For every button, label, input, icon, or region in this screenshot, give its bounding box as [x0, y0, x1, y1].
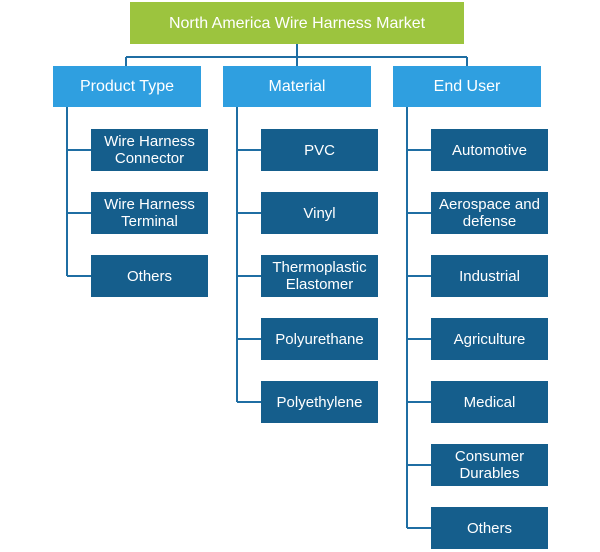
leaf-consumer-durables: Consumer Durables: [431, 444, 548, 486]
leaf-wire-harness-terminal: Wire Harness Terminal: [91, 192, 208, 234]
leaf-label: Polyurethane: [275, 330, 364, 348]
leaf-label: Polyethylene: [276, 393, 363, 411]
leaf-automotive: Automotive: [431, 129, 548, 171]
category-material: Material: [223, 66, 371, 107]
category-label: Material: [268, 78, 326, 95]
root-node: North America Wire Harness Market: [130, 2, 464, 44]
leaf-label: PVC: [304, 141, 335, 159]
leaf-aerospace-defense: Aerospace and defense: [431, 192, 548, 234]
leaf-label: Automotive: [451, 141, 528, 159]
leaf-label: Others: [466, 519, 512, 537]
root-label: North America Wire Harness Market: [168, 14, 426, 32]
category-end-user: End User: [393, 66, 541, 107]
leaf-label: Industrial: [459, 267, 520, 285]
leaf-label: Others: [126, 267, 172, 285]
leaf-industrial: Industrial: [431, 255, 548, 297]
leaf-label: Aerospace and defense: [439, 196, 540, 230]
leaf-medical: Medical: [431, 381, 548, 423]
leaf-pvc: PVC: [261, 129, 378, 171]
leaf-product-others: Others: [91, 255, 208, 297]
leaf-label: Consumer Durables: [454, 448, 525, 482]
leaf-label: Medical: [463, 393, 516, 411]
leaf-label: Agriculture: [453, 330, 526, 348]
leaf-polyethylene: Polyethylene: [261, 381, 378, 423]
leaf-agriculture: Agriculture: [431, 318, 548, 360]
leaf-polyurethane: Polyurethane: [261, 318, 378, 360]
leaf-wire-harness-connector: Wire Harness Connector: [91, 129, 208, 171]
category-label: Product Type: [80, 78, 174, 95]
leaf-label: Wire Harness Connector: [104, 133, 195, 167]
category-label: End User: [433, 78, 501, 95]
leaf-label: Wire Harness Terminal: [104, 196, 195, 230]
leaf-label: Thermoplastic Elastomer: [272, 259, 367, 293]
leaf-label: Vinyl: [303, 204, 336, 222]
category-product-type: Product Type: [53, 66, 201, 107]
leaf-thermoplastic-elastomer: Thermoplastic Elastomer: [261, 255, 378, 297]
leaf-end-user-others: Others: [431, 507, 548, 549]
leaf-vinyl: Vinyl: [261, 192, 378, 234]
